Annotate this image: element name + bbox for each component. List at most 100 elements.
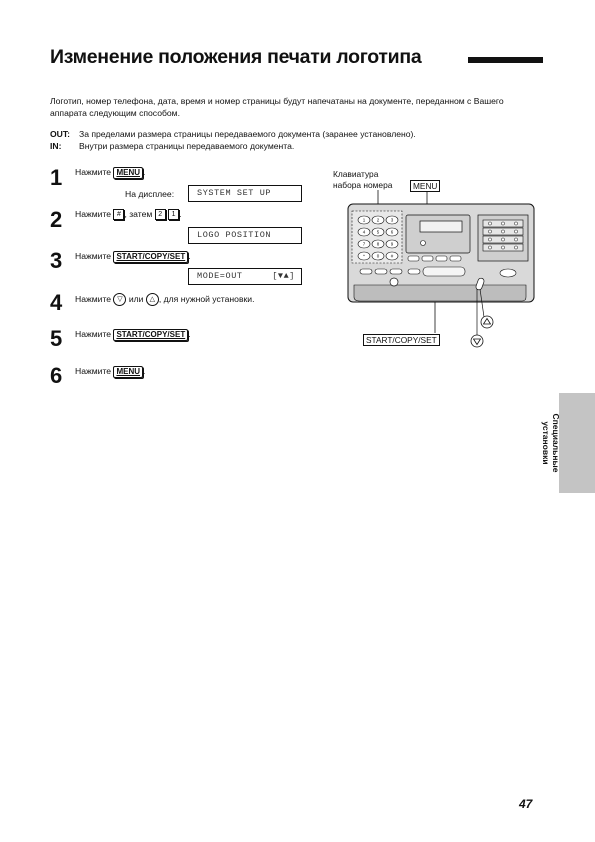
step-4-number: 4 — [50, 290, 62, 315]
mode-out-row: OUT: За пределами размера страницы переда… — [50, 129, 416, 140]
step-1-text: Нажмите MENU. — [75, 167, 145, 179]
step-5-number: 5 — [50, 326, 62, 351]
keypad-label-line-1: Клавиатура — [333, 169, 379, 179]
keypad-key-hash — [385, 251, 399, 261]
keypad-key-1 — [357, 215, 371, 225]
keypad-label-6: 6 — [391, 230, 394, 235]
function-buttons — [407, 255, 462, 262]
fax-machine-illustration: 1 2 3 4 5 6 7 8 9 * 0 # — [347, 190, 535, 348]
volume-button — [499, 268, 517, 278]
side-tab-line-1: Специальные — [551, 413, 561, 473]
function-button-1 — [407, 255, 420, 262]
hash-key: # — [113, 209, 125, 221]
lower-buttons — [359, 266, 517, 278]
title-rule — [468, 57, 543, 63]
menu-key-2: MENU — [113, 366, 144, 378]
keypad-keys — [357, 215, 399, 261]
keypad-label-4: 4 — [363, 230, 366, 235]
step-2-pre: Нажмите — [75, 209, 112, 219]
keypad-label-8: 8 — [377, 242, 380, 247]
lcd-window — [419, 220, 463, 233]
step-2-number: 2 — [50, 207, 62, 232]
keypad-label-line-2: набора номера — [333, 180, 393, 190]
keypad-key-2 — [371, 215, 385, 225]
lcd-system-set-up: SYSTEM SET UP — [188, 185, 302, 202]
up-callout-line — [479, 288, 485, 318]
keypad-key-star — [357, 251, 371, 261]
lcd-mode-value: MODE=OUT — [197, 271, 243, 281]
mode-in-text: Внутри размера страницы передаваемого до… — [79, 141, 295, 151]
keypad-key-6 — [385, 227, 399, 237]
keypad-label-3: 3 — [391, 218, 394, 223]
keypad-label-0: 0 — [377, 254, 380, 259]
mode-out-code: OUT: — [50, 129, 71, 139]
page-number: 47 — [519, 797, 533, 811]
key-2: 2 — [154, 209, 166, 221]
down-arrow-icon — [470, 334, 484, 348]
start-copy-set-key: START/COPY/SET — [113, 251, 189, 263]
step-1-pre: Нажмите — [75, 167, 112, 177]
step-6-post: . — [143, 366, 146, 376]
section-side-tab: Специальные установки — [541, 393, 595, 493]
side-tab-line-2: установки — [541, 421, 551, 465]
lcd-mode: MODE=OUT [▼▲] — [188, 268, 302, 285]
hold-button — [389, 277, 399, 287]
keypad-key-0 — [371, 251, 385, 261]
mode-in-row: IN: Внутри размера страницы передаваемого… — [50, 141, 294, 152]
navigator-key — [475, 277, 485, 291]
keypad-label-star: * — [363, 254, 365, 259]
side-tab-text: Специальные установки — [541, 414, 561, 473]
mode-out-text: За пределами размера страницы передаваем… — [79, 129, 416, 139]
small-round-button — [420, 240, 426, 246]
keypad-label-2: 2 — [377, 218, 380, 223]
start-copy-set-callout: START/COPY/SET — [363, 334, 440, 346]
step-3-pre: Нажмите — [75, 251, 112, 261]
function-button-3 — [435, 255, 448, 262]
step-1-post: . — [143, 167, 146, 177]
step-1-number: 1 — [50, 165, 62, 190]
step-5-text: Нажмите START/COPY/SET. — [75, 329, 191, 341]
fax-bottom-panel — [353, 284, 527, 302]
step-2-post: . — [179, 209, 182, 219]
down-key-icon: ▽ — [113, 293, 127, 306]
step-5-pre: Нажмите — [75, 329, 112, 339]
page-title: Изменение положения печати логотипа — [50, 46, 422, 68]
keypad-label-1: 1 — [363, 218, 366, 223]
step-6-pre: Нажмите — [75, 366, 112, 376]
step-2-mid: , затем — [124, 209, 153, 219]
keypad-key-4 — [357, 227, 371, 237]
intro-paragraph: Логотип, номер телефона, дата, время и н… — [50, 96, 504, 118]
step-4-post: , для нужной установки. — [158, 293, 255, 304]
one-touch-dots — [488, 221, 518, 250]
keypad-key-8 — [371, 239, 385, 249]
lcd-mode-arrows: [▼▲] — [272, 271, 295, 281]
start-copy-set-button-illustration — [422, 266, 466, 277]
keypad-key-5 — [371, 227, 385, 237]
keypad-label-7: 7 — [363, 242, 366, 247]
up-arrow-icon — [480, 315, 494, 329]
step-3-post: . — [188, 251, 191, 261]
menu-callout: MENU — [410, 180, 441, 192]
lcd-logo-position: LOGO POSITION — [188, 227, 302, 244]
keypad-label-5: 5 — [377, 230, 380, 235]
step-4-text: Нажмите ▽ или △, для нужной установки. — [75, 293, 254, 306]
menu-key: MENU — [113, 167, 144, 179]
start-copy-set-key-2: START/COPY/SET — [113, 329, 189, 341]
up-key-icon: △ — [145, 293, 159, 306]
menu-button-illustration — [421, 255, 434, 262]
step-6-text: Нажмите MENU. — [75, 366, 145, 378]
display-label: На дисплее: — [125, 189, 175, 199]
step-3-number: 3 — [50, 248, 62, 273]
function-button-4 — [449, 255, 462, 262]
key-1: 1 — [168, 209, 180, 221]
step-6-number: 6 — [50, 363, 62, 388]
step-5-post: . — [188, 329, 191, 339]
step-2-text: Нажмите #, затем 2 1. — [75, 209, 182, 221]
keypad-key-7 — [357, 239, 371, 249]
step-4-pre: Нажмите — [75, 293, 112, 304]
keypad-key-3 — [385, 215, 399, 225]
keypad-label-hash: # — [391, 254, 394, 259]
keypad-key-9 — [385, 239, 399, 249]
step-3-text: Нажмите START/COPY/SET. — [75, 251, 191, 263]
mode-in-code: IN: — [50, 141, 62, 151]
